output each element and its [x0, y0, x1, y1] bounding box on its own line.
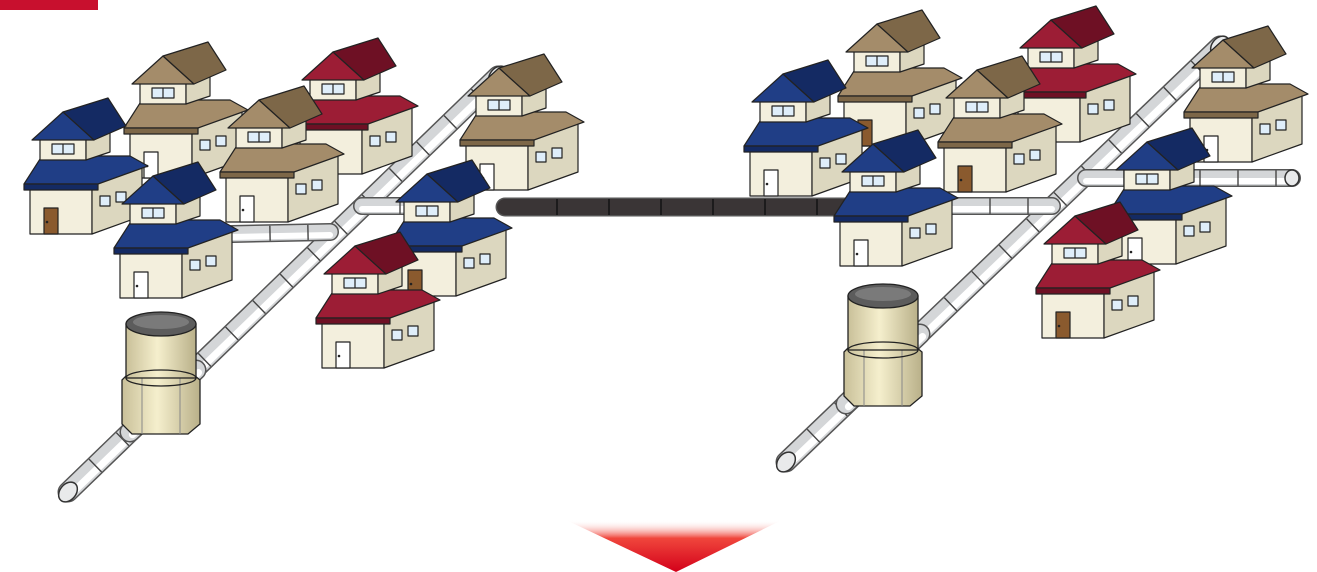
branch-pipe [232, 225, 330, 241]
connecting-pipe [505, 199, 848, 215]
pipe-network-front [130, 334, 922, 435]
treatment-tank [122, 312, 200, 434]
house [24, 98, 148, 234]
treatment-tanks-layer [122, 284, 922, 434]
connecting-pipe [505, 199, 848, 215]
treatment-tank [844, 284, 922, 406]
house [1184, 26, 1308, 162]
down-arrow [566, 520, 782, 572]
branch-pipe [952, 199, 1052, 214]
